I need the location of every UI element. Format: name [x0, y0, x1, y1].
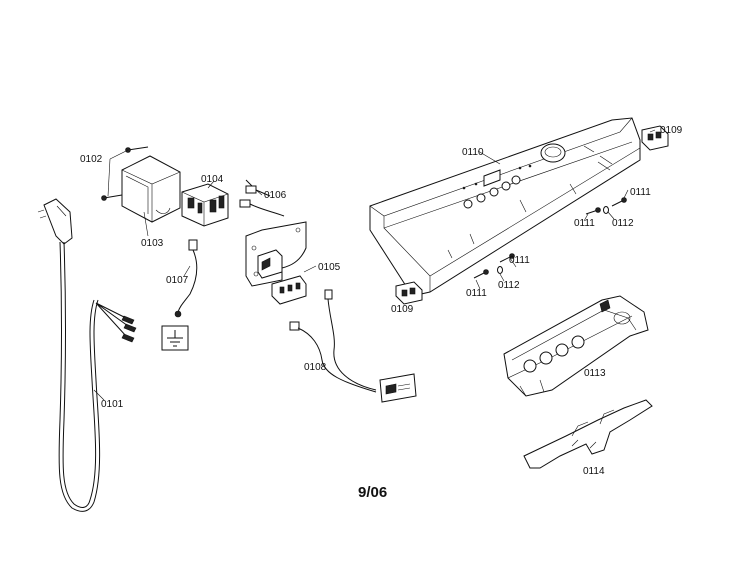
label-0109-lower: 0109 — [391, 304, 414, 315]
label-0112-b: 0112 — [498, 280, 520, 291]
label-0104: 0104 — [201, 174, 224, 185]
label-0110: 0110 — [462, 147, 484, 158]
clip-0109-upper[interactable] — [641, 125, 669, 151]
wire-harness-0108[interactable] — [289, 289, 417, 403]
power-cord-0101[interactable] — [37, 198, 137, 512]
label-0109-upper: 0109 — [660, 125, 683, 136]
label-0113: 0113 — [584, 368, 606, 379]
cover-box-0103[interactable] — [121, 155, 181, 223]
label-0112-a: 0112 — [612, 218, 634, 229]
screw-0111-a[interactable] — [611, 197, 627, 207]
light-pipe-0114[interactable] — [523, 399, 653, 469]
screw-0111-d[interactable] — [499, 253, 515, 263]
label-0102: 0102 — [80, 154, 103, 165]
label-0107: 0107 — [166, 275, 189, 286]
label-0111-b: 0111 — [574, 218, 595, 229]
washer-0112-b[interactable] — [497, 266, 503, 274]
label-0111-a: 0111 — [630, 187, 651, 198]
label-0111-c: 0111 — [466, 288, 487, 299]
screw-0111-b[interactable] — [585, 207, 601, 215]
label-0108: 0108 — [304, 362, 327, 373]
connectors-0106[interactable] — [239, 179, 285, 217]
label-0111-d: 0111 — [509, 255, 530, 266]
screw-0111-c[interactable] — [473, 269, 489, 279]
switch-block-0104[interactable] — [181, 183, 229, 227]
label-0101: 0101 — [101, 399, 124, 410]
clip-0109-lower[interactable] — [395, 281, 423, 305]
label-0114: 0114 — [583, 466, 605, 477]
label-0103: 0103 — [141, 238, 164, 249]
revision-date: 9/06 — [358, 484, 387, 501]
ground-wire-0107[interactable] — [161, 239, 198, 351]
control-panel-0110[interactable] — [369, 117, 641, 297]
electronic-board-0113[interactable] — [503, 295, 649, 397]
bracket-module-0105[interactable] — [245, 221, 307, 305]
label-0106: 0106 — [264, 190, 287, 201]
label-0105: 0105 — [318, 262, 341, 273]
leader-lines — [93, 129, 656, 401]
washer-0112-a[interactable] — [603, 206, 609, 214]
